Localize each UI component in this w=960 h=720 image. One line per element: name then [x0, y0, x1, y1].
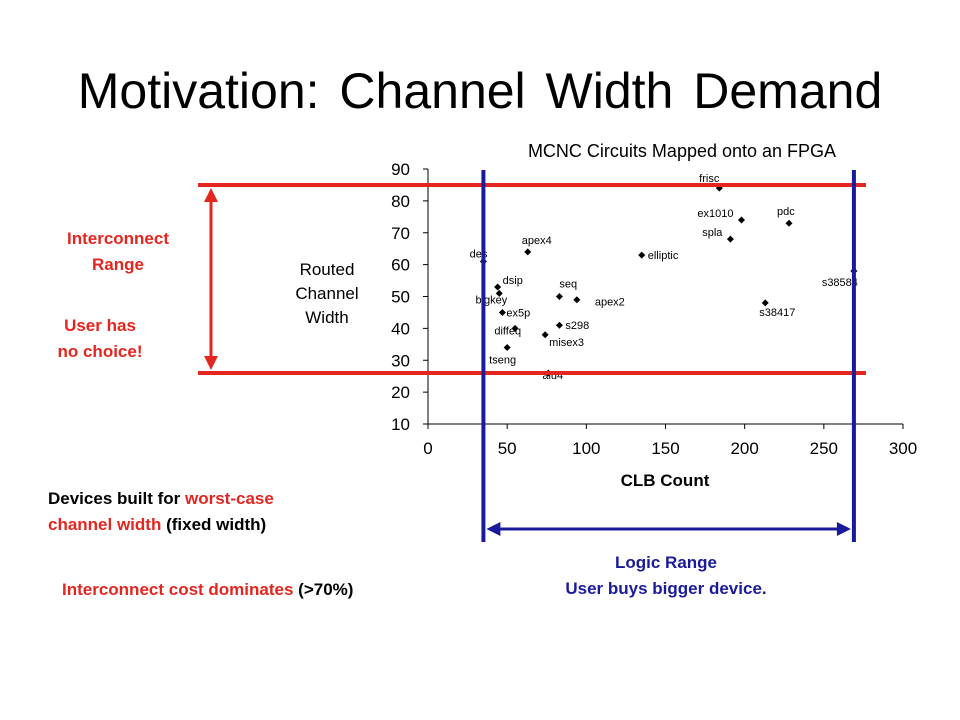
cost-note-text: Interconnect cost dominates [62, 580, 299, 599]
data-point-marker [738, 216, 745, 224]
y-tick-label: 50 [391, 288, 410, 307]
data-point-marker [494, 283, 502, 291]
y-tick-label: 80 [391, 192, 410, 211]
data-point-label: misex3 [549, 337, 584, 349]
interconnect-range-line2: Range [92, 255, 144, 274]
x-tick-label: 100 [572, 439, 600, 458]
data-point-label: spla [702, 227, 723, 239]
data-point-marker [495, 289, 503, 297]
slide-title: Motivation: Channel Width Demand [77, 63, 883, 119]
interconnect-range-label: Interconnect Range [18, 226, 218, 278]
data-point-label: apex2 [595, 297, 625, 309]
chart-axes [423, 168, 904, 429]
data-point-marker [726, 235, 734, 243]
logic-range-line2: User buys bigger device. [565, 579, 767, 598]
y-tick-label: 30 [391, 351, 410, 370]
data-point-marker [785, 219, 793, 227]
data-point-marker [511, 324, 519, 332]
devices-note-worst-case: worst-case [184, 489, 274, 508]
data-point-marker [498, 308, 506, 316]
x-tick-label: 200 [730, 439, 758, 458]
data-point-label: bigkey [475, 294, 507, 306]
data-point-marker [573, 296, 581, 304]
x-tick-label: 300 [889, 439, 917, 458]
x-tick-label: 50 [498, 439, 517, 458]
interconnect-range-arrow-up [204, 187, 218, 202]
data-point-label: dsip [503, 275, 523, 287]
data-point-label: s38417 [759, 307, 795, 319]
y-tick-labels: 10 20 30 40 50 60 70 80 90 [391, 160, 410, 434]
data-point-marker [555, 293, 563, 300]
x-axis-label: CLB Count [621, 471, 710, 490]
devices-note-channel-width: channel width [48, 515, 162, 534]
interconnect-range-line1: Interconnect [66, 229, 170, 248]
data-point-label: s38584 [822, 277, 858, 289]
data-point-label: ex5p [506, 307, 530, 319]
range-markers [198, 170, 866, 542]
data-point-label: elliptic [648, 250, 679, 262]
y-axis-label-line: Channel [295, 284, 358, 303]
data-point-label: tseng [489, 355, 516, 367]
user-choice-label: User has no choice! [0, 313, 200, 365]
data-point-label: diffeq [494, 325, 521, 337]
logic-range-label: Logic Range User buys bigger device. [480, 550, 852, 602]
y-tick-label: 20 [391, 383, 410, 402]
y-tick-label: 10 [391, 415, 410, 434]
devices-note-pre: Devices built for [48, 489, 185, 508]
devices-note-line1: Devices built for worst-case [48, 486, 274, 512]
user-choice-line1: User has [64, 316, 136, 335]
data-point-marker [761, 299, 769, 307]
y-tick-label: 60 [391, 256, 410, 275]
logic-range-line1: Logic Range [614, 553, 717, 572]
logic-range-arrow-left [486, 522, 501, 536]
user-choice-line2: no choice! [57, 342, 143, 361]
data-point-label: ex1010 [697, 208, 733, 220]
data-point-marker [503, 344, 511, 351]
logic-range-arrow-right [836, 522, 851, 536]
devices-note-line2: channel width (fixed width) [48, 512, 274, 538]
y-axis-label-line: Width [305, 308, 348, 327]
data-point-label: apex4 [522, 235, 552, 247]
data-point-marker [555, 321, 563, 329]
x-tick-label: 250 [810, 439, 838, 458]
y-axis-label-line: Routed [300, 260, 355, 279]
y-tick-label: 40 [391, 319, 410, 338]
x-tick-label: 0 [423, 439, 432, 458]
devices-note: Devices built for worst-case channel wid… [48, 486, 274, 538]
chart-title: MCNC Circuits Mapped onto an FPGA [528, 141, 836, 161]
cost-note: Interconnect cost dominates (>70%) [62, 580, 353, 600]
interconnect-range-arrow-down [204, 356, 218, 370]
y-tick-label: 70 [391, 224, 410, 243]
data-point-label: pdc [777, 206, 795, 218]
data-point-label: s298 [565, 320, 589, 332]
data-point-marker [638, 251, 646, 259]
data-point-marker [541, 331, 549, 339]
y-tick-label: 90 [391, 160, 410, 179]
cost-note-percent: (>70%) [298, 580, 354, 599]
data-point-label: seq [559, 279, 577, 291]
devices-note-fixed-width: (fixed width) [161, 515, 267, 534]
x-tick-labels: 0 50 100 150 200 250 300 [423, 439, 917, 458]
data-point-label: frisc [699, 173, 720, 185]
data-point-marker [524, 248, 532, 256]
x-tick-label: 150 [651, 439, 679, 458]
